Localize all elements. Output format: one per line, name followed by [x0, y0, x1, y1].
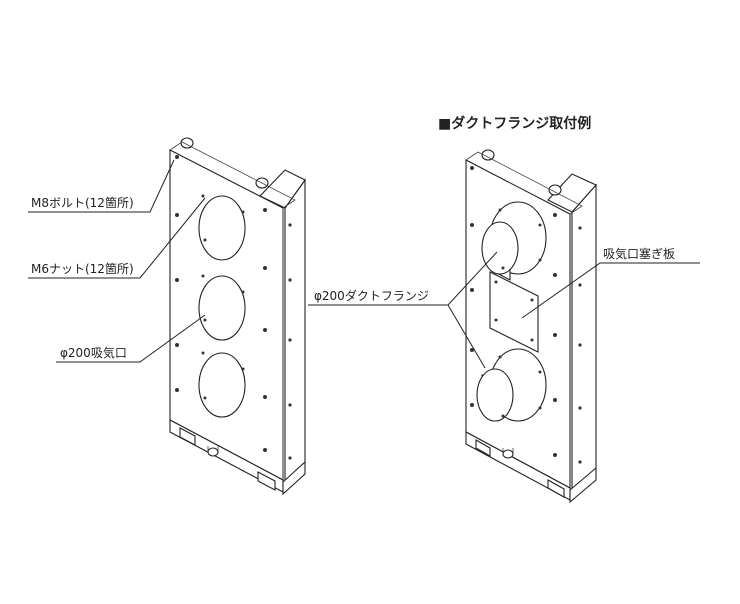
right-unit: φ200ダクトフランジ 吸気口塞ぎ板	[308, 149, 700, 504]
left-top-rim	[169, 141, 296, 209]
left-unit: M8ボルト(12箇所) M6ナット(12箇所) φ200吸気口	[28, 137, 306, 496]
label-duct-flange: φ200ダクトフランジ	[314, 288, 429, 303]
right-side-panel	[571, 183, 597, 492]
left-foot	[179, 427, 196, 446]
label-m6-nut: M6ナット(12箇所)	[31, 262, 134, 276]
intake-hole	[198, 352, 246, 418]
leader-intake	[56, 314, 206, 363]
right-bolt-dots	[470, 166, 582, 464]
blind-plate	[489, 271, 539, 353]
left-side-panel	[284, 178, 306, 484]
leader-blind-plate	[521, 262, 700, 319]
diagram-title: ■ダクトフランジ取付例	[438, 115, 591, 132]
intake-hole	[198, 275, 246, 341]
right-base-side	[569, 466, 597, 504]
leader-flange-bottom	[447, 304, 486, 369]
intake-hole	[198, 195, 246, 261]
right-foot	[547, 479, 565, 498]
label-blind-plate: 吸気口塞ぎ板	[603, 246, 675, 261]
leader-m8-bolt	[28, 159, 175, 213]
right-top-edge	[547, 173, 597, 213]
eye-bolt-icon	[548, 184, 562, 196]
right-foot	[475, 439, 491, 457]
duct-flange-bottom	[476, 348, 547, 422]
label-intake: φ200吸気口	[60, 345, 127, 360]
duct-flange-top	[481, 201, 547, 281]
drain-pipe-icon	[207, 447, 219, 457]
left-foot	[257, 471, 276, 491]
right-top-rim	[465, 151, 583, 215]
label-m8-bolt: M8ボルト(12箇所)	[31, 196, 134, 210]
left-base-side	[282, 460, 306, 496]
leader-m6-nut	[28, 197, 206, 279]
left-bolt-dots	[175, 155, 292, 460]
blind-plate-bolts	[494, 280, 534, 342]
drain-pipe-icon	[502, 449, 514, 459]
eye-bolt-icon	[481, 149, 495, 161]
left-top-edge	[259, 169, 306, 209]
